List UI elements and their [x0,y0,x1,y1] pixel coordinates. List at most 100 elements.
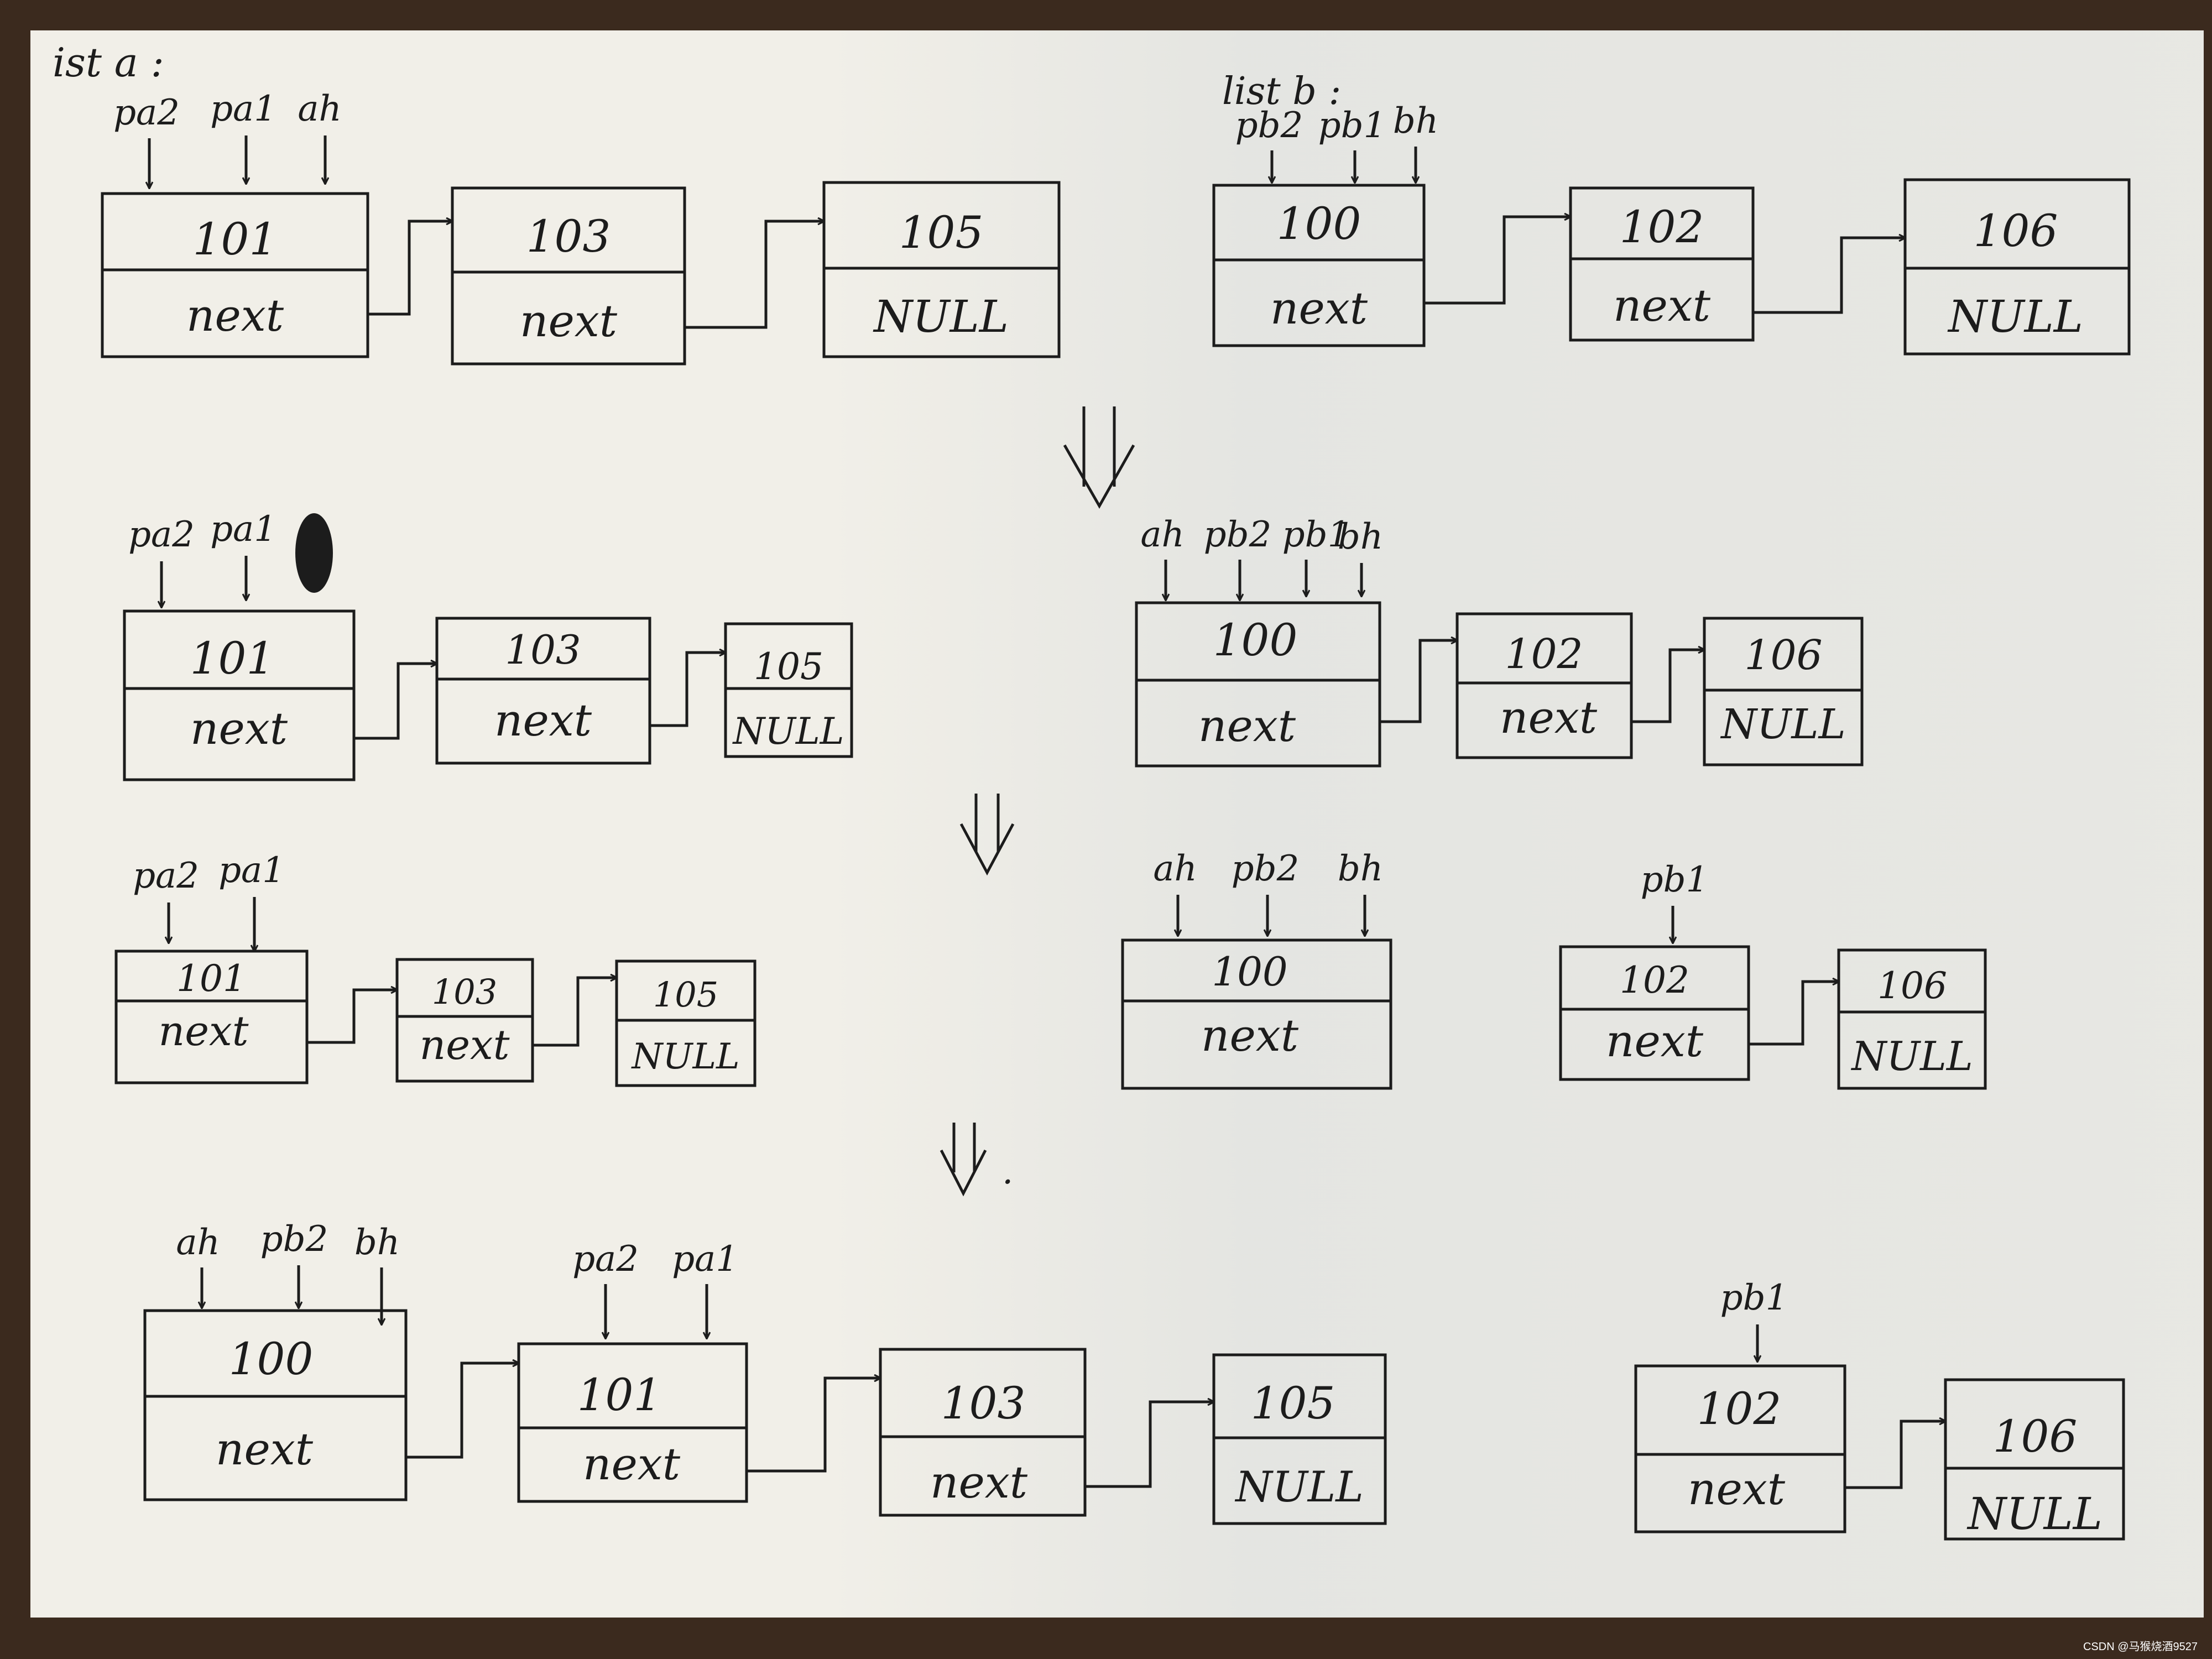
pointer-ah: ah [1140,514,1184,555]
node-106: 106 NULL [1944,1378,2125,1541]
svg-text:102: 102 [1620,959,1689,1001]
svg-text:101: 101 [193,213,278,265]
pointer-bh: bh [1338,517,1383,557]
svg-text:101: 101 [577,1369,662,1421]
watermark: CSDN @马猴烧酒9527 [2083,1641,2198,1653]
list-a-title: ist a : [53,39,164,86]
pointer-pb1: pb1 [1318,105,1386,146]
pointer-pb2: pb2 [1204,514,1272,555]
link-103-105 [1085,1402,1214,1488]
svg-text:NULL: NULL [1720,701,1845,748]
svg-text:100: 100 [1213,614,1298,666]
svg-text:next: next [930,1457,1028,1508]
pointer-bh: bh [1338,848,1383,889]
node-103: 103 next [879,1348,1087,1517]
svg-text:next: next [494,695,592,746]
step-arrow-1 [1063,406,1135,509]
row4-merged-list: 100 next 101 next 103 next 105 NULL ah p… [143,1219,1387,1525]
node-105: 105 NULL [724,622,853,758]
link-101-103 [747,1378,880,1473]
svg-text:next: next [583,1438,681,1490]
pointer-ah: ah [1153,848,1197,889]
link-102-106 [1753,238,1905,314]
svg-text:next: next [186,290,284,341]
svg-text:next: next [1613,280,1711,331]
link-103-105 [685,221,824,329]
svg-text:NULL: NULL [1850,1033,1973,1079]
pointer-pa1: pa1 [218,850,285,891]
list-b-title: list b : [1222,70,1341,113]
pointer-pb2: pb2 [260,1219,328,1260]
node-101: 101 next [114,950,309,1084]
pointer-pb1: pb1 [1282,514,1350,555]
pointer-pa1: pa1 [672,1239,738,1280]
svg-text:NULL: NULL [1947,291,2083,342]
svg-text:next: next [1500,692,1598,743]
node-101: 101 next [123,609,356,781]
svg-text:101: 101 [176,957,246,1000]
row2-list-b: 100 next 102 next 106 NULL ah pb2 pb1 bh [1135,514,1864,768]
svg-text:NULL: NULL [1234,1462,1364,1511]
link-103-105 [533,978,617,1047]
row3-list-b: 100 next 102 next 106 NULL ah pb2 bh pb1 [1121,848,1987,1090]
pointer-pb1: pb1 [1641,859,1709,900]
pointer-pb2: pb2 [1232,848,1300,889]
svg-text:next: next [190,703,288,754]
svg-text:105: 105 [899,207,984,258]
node-102: 102 next [1569,186,1755,342]
svg-text:105: 105 [754,645,823,688]
node-106: 106 NULL [1837,948,1987,1090]
svg-text:next: next [216,1423,314,1475]
pointer-pa2: pa2 [572,1239,639,1280]
svg-text:next: next [420,1021,510,1069]
link-102-106 [1749,982,1839,1046]
svg-text:NULL: NULL [1966,1488,2103,1540]
svg-text:next: next [159,1008,249,1055]
svg-text:NULL: NULL [873,291,1009,342]
svg-text:106: 106 [1744,632,1822,679]
link-102-106 [1631,650,1704,723]
link-100-102 [1424,217,1571,305]
node-100: 100 next [143,1309,408,1501]
svg-text:103: 103 [526,211,611,262]
step-arrow-3 [940,1123,987,1197]
svg-text:105: 105 [1251,1378,1335,1429]
link-101-103 [368,221,452,316]
svg-text:100: 100 [229,1333,314,1385]
row2-list-a: 101 next 103 next 105 NULL pa2 pa1 [123,509,853,781]
svg-text:101: 101 [190,633,275,684]
svg-text:100: 100 [1277,198,1361,249]
node-103: 103 next [451,186,686,366]
node-105: 105 NULL [1212,1353,1387,1525]
node-103: 103 next [435,617,651,765]
link-101-103 [354,664,437,740]
svg-text:100: 100 [1212,948,1287,995]
svg-text:NULL: NULL [631,1036,740,1077]
svg-text:106: 106 [1993,1411,2078,1462]
pointer-bh: bh [1393,101,1438,142]
svg-text:next: next [1688,1463,1786,1515]
link-100-102 [1380,640,1457,723]
svg-text:102: 102 [1505,630,1583,678]
pointer-ah: ah [176,1222,220,1263]
link-103-105 [650,653,726,727]
node-100: 100 next [1121,938,1392,1090]
node-101: 101 next [101,192,369,358]
svg-text:102: 102 [1697,1383,1782,1434]
svg-text:105: 105 [653,974,718,1015]
row1-list-a: 101 next 103 next 105 NULL pa2 pa1 ah [101,88,1061,366]
svg-text:106: 106 [1974,205,2058,257]
pointer-pa2: pa2 [133,855,199,896]
node-106: 106 NULL [1703,617,1864,766]
pointer-pa1: pa1 [210,88,276,129]
link-100-101 [406,1363,519,1459]
node-102: 102 next [1455,612,1633,759]
svg-text:next: next [1198,700,1296,752]
svg-text:102: 102 [1620,201,1704,253]
link-102-106 [1845,1421,1945,1489]
svg-text:103: 103 [941,1378,1026,1429]
node-105: 105 NULL [822,181,1061,358]
step-arrow-2 [959,794,1015,876]
svg-text:106: 106 [1877,964,1947,1007]
